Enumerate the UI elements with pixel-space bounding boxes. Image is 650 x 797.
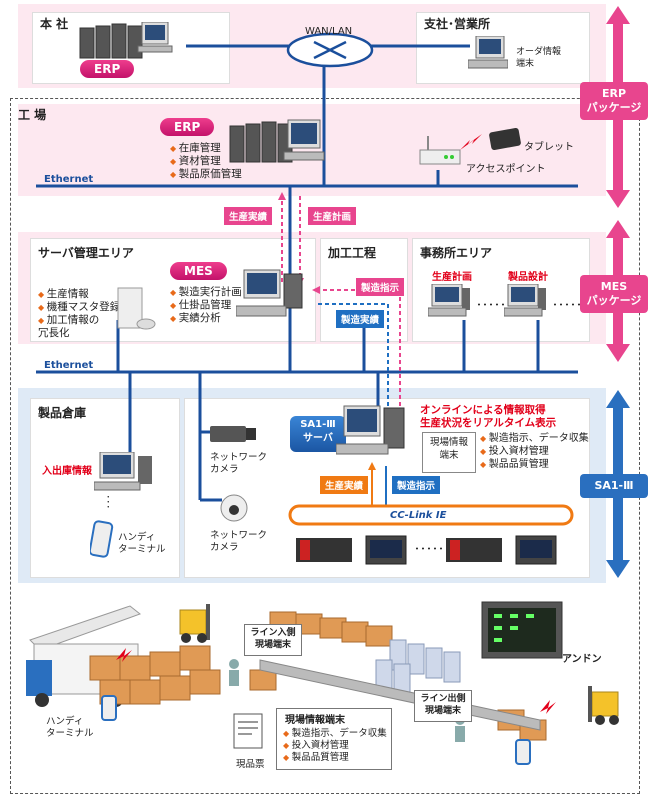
office-area-label: 事務所エリア — [420, 246, 493, 260]
list-item: 在庫管理 — [170, 142, 242, 155]
handy-label: ハンディ ターミナル — [118, 532, 166, 555]
mes-items: 製造実行計画 仕掛品管理 実績分析 — [170, 286, 242, 325]
line-out-terminal-box: ライン出側 現場端末 — [414, 690, 472, 722]
office-pc-icon-1 — [428, 284, 470, 317]
wan-lan-label: WAN/LAN — [305, 26, 353, 37]
list-item: 資材管理 — [170, 155, 242, 168]
server-tower-icon — [117, 287, 156, 330]
mfg-result-tag: 製造実績 — [336, 310, 385, 328]
site-info-terminal-box: 現場情報端末 製造指示、データ収集 投入資材管理 製品品質管理 — [276, 708, 392, 770]
list-item: 投入資材管理 — [283, 740, 391, 752]
mes-pill: MES — [170, 262, 227, 280]
erp-head-office-pill: ERP — [80, 60, 135, 78]
list-item: 加工情報の 冗長化 — [38, 314, 120, 340]
tablet-icon — [489, 128, 521, 150]
server-area-label: サーバ管理エリア — [38, 246, 134, 260]
office-pc-icon-2 — [504, 284, 546, 317]
camera-label-1: ネットワーク カメラ — [210, 452, 268, 475]
access-point-icon — [419, 136, 461, 165]
andon-label: アンドン — [562, 654, 602, 665]
access-point-label: アクセスポイント — [466, 164, 546, 175]
ticket-label: 現品票 — [236, 759, 265, 770]
warehouse-label: 製品倉庫 — [38, 406, 87, 420]
list-item: 製造指示、データ収集 — [283, 728, 391, 740]
office-dots-right: ･････ — [552, 298, 583, 312]
server-area-items: 生産情報 機種マスタ登録 加工情報の 冗長化 — [38, 288, 120, 340]
branch-label: 支社･営業所 — [424, 17, 491, 31]
list-item: 仕掛品管理 — [170, 299, 242, 312]
sa-server-pc-icon — [336, 405, 405, 455]
lightning-icon — [460, 134, 482, 150]
sa-mfg-instruction-tag: 製造指示 — [392, 476, 441, 494]
server-rack-icon — [79, 22, 173, 59]
handy-terminal-icon — [90, 520, 114, 558]
list-item: 製品品質管理 — [283, 752, 391, 764]
office-design-label: 製品設計 — [508, 272, 548, 283]
ethernet-label-2: Ethernet — [44, 360, 94, 371]
network-camera-icon-2 — [220, 494, 248, 522]
factory-erp-band — [18, 104, 606, 196]
erp-factory-items: 在庫管理 資材管理 製品原価管理 — [170, 142, 242, 181]
factory-label: 工 場 — [18, 108, 47, 122]
warehouse-dots: ･･･ — [106, 493, 111, 513]
mes-package-label: MES パッケージ — [580, 275, 648, 313]
inout-label: 入出庫情報 — [42, 466, 92, 477]
head-office-label: 本 社 — [40, 17, 69, 31]
cclink-label: CC-Link IE — [390, 510, 447, 521]
factory-server-icon — [229, 119, 325, 163]
line-in-terminal-box: ライン入側 現場端末 — [244, 624, 302, 656]
processing-label: 加工工程 — [328, 246, 377, 260]
mfg-instruction-tag: 製造指示 — [356, 278, 405, 296]
erp-factory-pill: ERP — [160, 118, 215, 136]
sa-package-label: SA1-Ⅲ — [580, 474, 648, 498]
site-info-items: 製造指示、データ収集 投入資材管理 製品品質管理 — [277, 728, 391, 764]
list-item: 投入資材管理 — [480, 445, 589, 458]
plc-devices — [296, 535, 557, 565]
branch-terminal-label: オーダ情報 端末 — [516, 47, 562, 69]
site-info-title: 現場情報端末 — [285, 715, 345, 726]
bottom-handy-label: ハンディ ターミナル — [46, 716, 94, 739]
site-terminal-box: 現場情報 端末 — [422, 432, 476, 473]
mes-pc-icon — [236, 269, 303, 317]
branch-pc-icon — [468, 36, 508, 69]
camera-label-2: ネットワーク カメラ — [210, 530, 268, 553]
network-camera-icon-1 — [210, 426, 256, 442]
erp-package-label: ERP パッケージ — [580, 82, 648, 120]
list-item: 製品原価管理 — [170, 168, 242, 181]
prod-result-tag: 生産実績 — [224, 207, 273, 225]
devices-dots: ･････ — [414, 542, 445, 556]
office-plan-label: 生産計画 — [432, 272, 472, 283]
sa-items: 製造指示、データ収集 投入資材管理 製品品質管理 — [480, 432, 589, 471]
list-item: 製品品質管理 — [480, 458, 589, 471]
sa-prod-result-tag: 生産実績 — [320, 476, 369, 494]
list-item: 製造指示、データ収集 — [480, 432, 589, 445]
ethernet-label-1: Ethernet — [44, 174, 94, 185]
list-item: 実績分析 — [170, 312, 242, 325]
office-dots: ･････ — [476, 298, 507, 312]
list-item: 機種マスタ登録 — [38, 301, 121, 314]
tablet-label: タブレット — [524, 142, 574, 153]
sa-headline: オンラインによる情報取得 生産状況をリアルタイム表示 — [420, 404, 557, 429]
list-item: 製造実行計画 — [170, 286, 242, 299]
list-item: 生産情報 — [38, 288, 120, 301]
warehouse-pc-icon — [94, 452, 152, 491]
prod-plan-tag: 生産計画 — [308, 207, 357, 225]
